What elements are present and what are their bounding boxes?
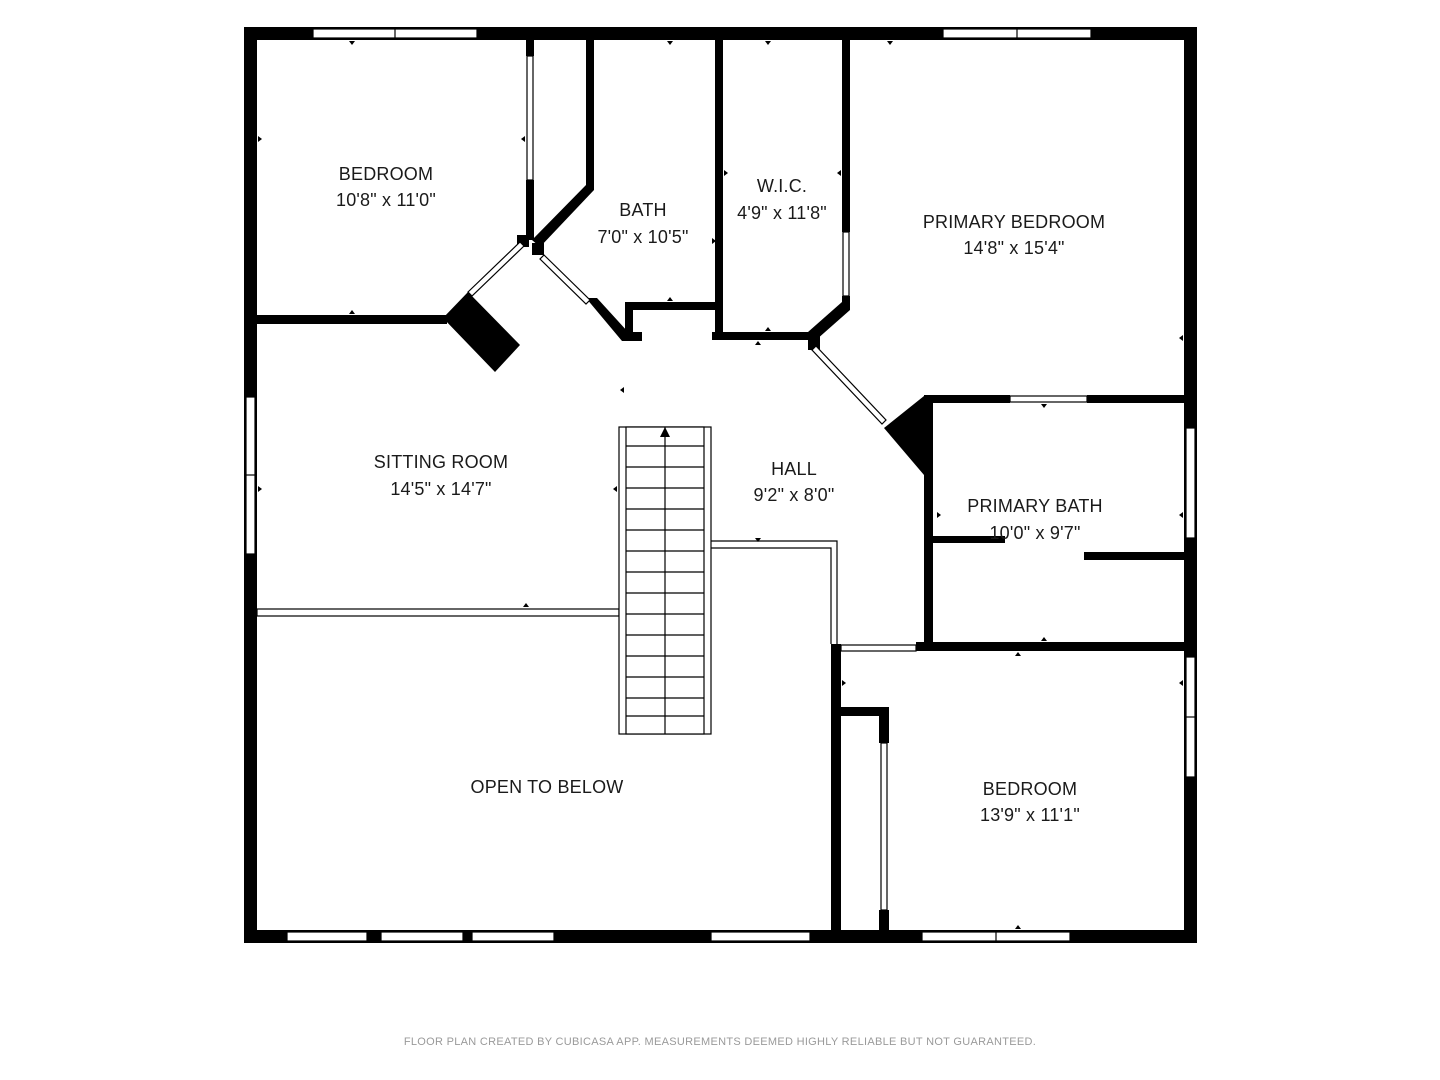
room-size: 4'9" x 11'8": [737, 203, 827, 223]
room-primary-bedroom: PRIMARY BEDROOM 14'8" x 15'4": [923, 212, 1105, 258]
room-size: 14'8" x 15'4": [963, 238, 1064, 258]
room-labels: BEDROOM 10'8" x 11'0" BATH 7'0" x 10'5" …: [336, 164, 1105, 825]
room-name: BEDROOM: [339, 164, 433, 184]
footer-disclaimer: FLOOR PLAN CREATED BY CUBICASA APP. MEAS…: [403, 1036, 1037, 1048]
staircase: [618, 426, 712, 735]
room-size: 14'5" x 14'7": [390, 479, 491, 499]
room-bedroom-se: BEDROOM 13'9" x 11'1": [980, 779, 1080, 825]
room-size: 7'0" x 10'5": [597, 227, 688, 247]
room-name: PRIMARY BATH: [967, 496, 1102, 516]
room-bath: BATH 7'0" x 10'5": [597, 200, 688, 247]
room-primary-bath: PRIMARY BATH 10'0" x 9'7": [967, 496, 1102, 543]
room-name: BATH: [619, 200, 666, 220]
room-name: HALL: [771, 459, 817, 479]
dimension-ticks: [258, 41, 1183, 929]
room-name: SITTING ROOM: [374, 452, 508, 472]
room-size: 10'8" x 11'0": [336, 190, 436, 210]
room-wic: W.I.C. 4'9" x 11'8": [737, 176, 827, 223]
thin-walls: [256, 55, 1088, 911]
room-name: PRIMARY BEDROOM: [923, 212, 1105, 232]
room-name: W.I.C.: [757, 176, 807, 196]
room-size: 13'9" x 11'1": [980, 805, 1080, 825]
windows: [245, 28, 1196, 942]
room-size: 10'0" x 9'7": [989, 523, 1080, 543]
room-size: 9'2" x 8'0": [754, 485, 835, 505]
room-sitting-room: SITTING ROOM 14'5" x 14'7": [374, 452, 508, 499]
room-hall: HALL 9'2" x 8'0": [754, 459, 835, 505]
room-bedroom-nw: BEDROOM 10'8" x 11'0": [336, 164, 436, 210]
room-name: BEDROOM: [983, 779, 1077, 799]
interior-walls: [257, 40, 1184, 934]
stair-direction-arrow-icon: [660, 427, 670, 437]
room-name: OPEN TO BELOW: [471, 777, 624, 797]
room-open-to-below: OPEN TO BELOW: [471, 777, 624, 797]
